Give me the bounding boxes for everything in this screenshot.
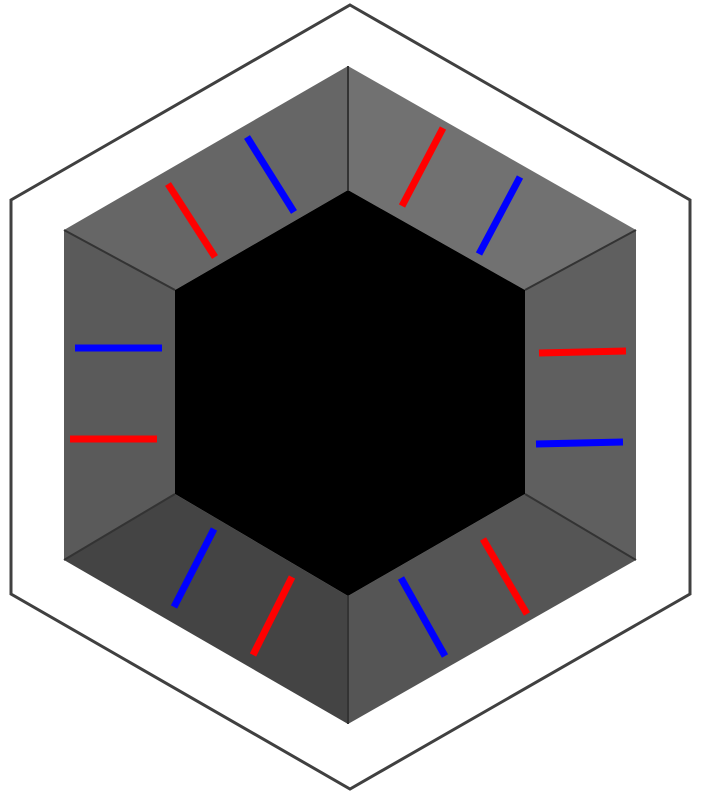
tick-bottom-right-1 [397,576,449,658]
frame-segment-left [64,230,175,560]
frame-segment-bottom-right [348,494,636,724]
tick-bottom-right-2 [479,537,531,616]
frame-segment-top-right [348,66,636,290]
segment-seams [63,66,637,724]
tick-top-left-2 [244,135,297,214]
seam-top-left [63,229,176,291]
segment-ticks [70,126,627,658]
tick-bottom-left-1 [170,527,218,609]
frame-segment-bottom-left [64,494,348,724]
seam-bottom-left [63,493,176,561]
seam-top-right [524,229,637,291]
seam-bottom-right [524,493,637,561]
frame-segment-right [525,230,636,560]
tick-right-2 [535,438,624,448]
inner-hexagon-hole [175,190,525,596]
frame-segment-top-left [64,66,348,290]
outer-hexagon-outline [9,3,692,791]
tick-top-right-1 [398,126,447,208]
tick-bottom-left-2 [249,575,296,657]
tick-top-right-2 [475,175,524,256]
frame-segments [64,66,636,724]
tick-top-left-1 [165,182,218,259]
tick-right-1 [538,347,627,357]
